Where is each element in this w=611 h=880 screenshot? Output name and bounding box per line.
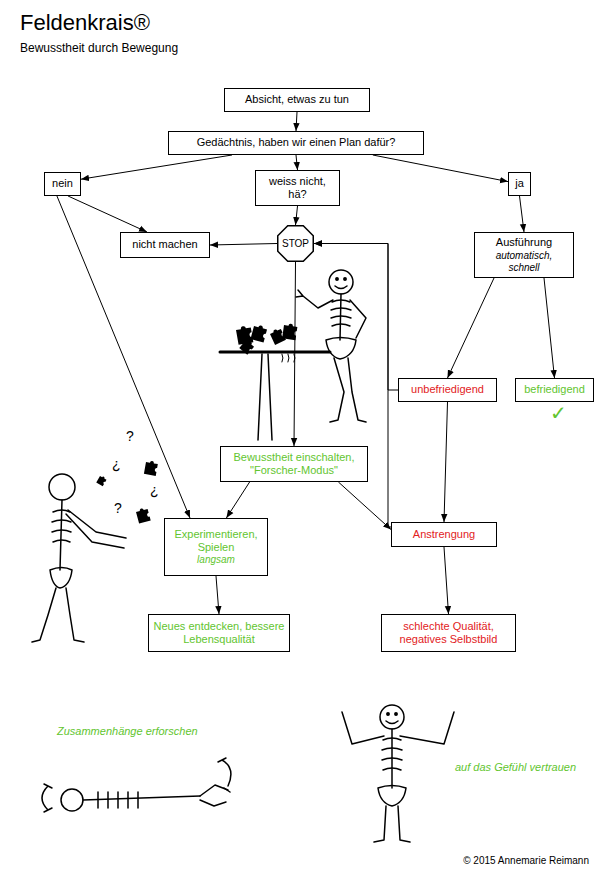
process-box: Ausführungautomatisch, schnell <box>474 232 574 278</box>
flow-arrow <box>444 547 449 614</box>
process-box: schlechte Qualität, negatives Selbstbild <box>381 614 516 652</box>
process-box: Absicht, etwas zu tun <box>224 88 370 112</box>
node-text: Neues entdecken, bessere Lebensqualität <box>153 620 285 646</box>
ribs <box>52 510 71 542</box>
process-box: nicht machen <box>120 232 210 258</box>
flow-arrow <box>68 196 147 232</box>
node-text: unbefriedigend <box>411 383 484 396</box>
flow-arrow <box>210 244 277 246</box>
node-text: langsam <box>197 554 235 566</box>
node-text: weiss nicht, hä? <box>260 175 335 201</box>
caption: © 2015 Annemarie Reimann <box>463 855 589 867</box>
node-text: Absicht, etwas zu tun <box>245 93 349 106</box>
node-text: befriedigend <box>524 383 585 396</box>
ribs <box>382 738 402 770</box>
flow-arrow <box>373 155 508 182</box>
puzzle-piece <box>135 507 150 524</box>
flow-arrow <box>296 206 298 225</box>
annotation: Zusammenhänge erforschen <box>57 725 198 738</box>
node-text: Bewusstheit einschalten, "Forscher-Modus… <box>225 451 363 477</box>
legs <box>374 806 410 842</box>
flow-arrow <box>544 278 555 378</box>
flow-arrow <box>216 576 219 614</box>
annotation: ¿ <box>112 456 121 472</box>
annotation: auf das Gefühl vertrauen <box>455 761 576 774</box>
title: Feldenkrais® <box>20 10 150 35</box>
node-text: Ausführung <box>496 236 552 249</box>
annotation: Bewusstheit durch Bewegung <box>20 42 178 56</box>
process-box: Experimentieren, Spielenlangsam <box>164 518 268 576</box>
node-text: Experimentieren, Spielen <box>169 528 263 554</box>
process-box: unbefriedigend <box>398 378 497 402</box>
pointing-arm <box>296 290 333 308</box>
node-text: schlechte Qualität, negatives Selbstbild <box>386 620 511 646</box>
squiggle <box>282 354 295 362</box>
flow-arrow <box>444 402 448 522</box>
spine <box>340 294 341 340</box>
flow-arrow <box>314 244 391 528</box>
skull <box>380 705 404 729</box>
spine <box>83 796 200 800</box>
flow-arrow <box>338 482 391 530</box>
process-box: befriedigend <box>515 378 594 402</box>
puzzle-piece <box>144 460 158 476</box>
eye <box>395 713 397 715</box>
node-text: Gedächtnis, haben wir einen Plan dafür? <box>197 136 396 149</box>
ribs <box>331 300 351 326</box>
annotation: ✓ <box>550 402 567 425</box>
process-box: Gedächtnis, haben wir einen Plan dafür? <box>168 131 424 155</box>
flow-arrow <box>448 278 495 378</box>
node-text: nein <box>52 177 73 190</box>
pelvis <box>326 338 356 360</box>
skull <box>329 270 353 294</box>
octagon-shape <box>278 226 314 262</box>
smile <box>386 721 398 724</box>
stop-octagon: STOP <box>277 225 314 262</box>
ribs <box>98 792 138 808</box>
process-box: Bewusstheit einschalten, "Forscher-Modus… <box>220 446 368 482</box>
puzzle-piece <box>251 324 268 343</box>
flow-arrow <box>520 196 525 232</box>
node-text: STOP <box>282 238 309 250</box>
smile <box>335 286 347 289</box>
puzzle-piece <box>239 339 255 355</box>
telephone <box>42 784 52 812</box>
node-text: Anstrengung <box>413 528 475 541</box>
arms <box>342 712 454 744</box>
eye <box>344 278 346 280</box>
flow-arrow <box>296 112 297 131</box>
process-box: ja <box>508 172 531 196</box>
process-box: weiss nicht, hä? <box>255 170 340 206</box>
flow-arrow <box>226 482 249 518</box>
pelvis <box>50 568 72 589</box>
table-legs <box>258 354 272 440</box>
pelvis <box>378 786 406 807</box>
process-box: Neues entdecken, bessere Lebensqualität <box>148 614 290 652</box>
arm <box>350 300 366 338</box>
eye <box>336 278 338 280</box>
telephone <box>218 758 231 792</box>
flow-arrow <box>81 155 232 179</box>
node-text: automatisch, schnell <box>479 250 569 274</box>
process-box: Anstrengung <box>391 522 497 547</box>
node-text: ja <box>515 177 524 190</box>
annotation: ¿ <box>150 482 159 498</box>
skull <box>61 789 83 811</box>
annotation: ? <box>126 428 134 444</box>
node-text: nicht machen <box>132 238 197 251</box>
puzzle-piece <box>96 475 107 486</box>
flow-arrow <box>314 244 398 391</box>
flow-arrow <box>294 262 296 446</box>
process-box: nein <box>44 172 81 196</box>
table-top <box>220 351 330 354</box>
eye <box>387 713 389 715</box>
legs <box>32 588 84 642</box>
annotation: ? <box>114 500 122 516</box>
flow-arrow <box>296 155 298 170</box>
skull <box>49 474 75 500</box>
legs <box>330 358 366 422</box>
